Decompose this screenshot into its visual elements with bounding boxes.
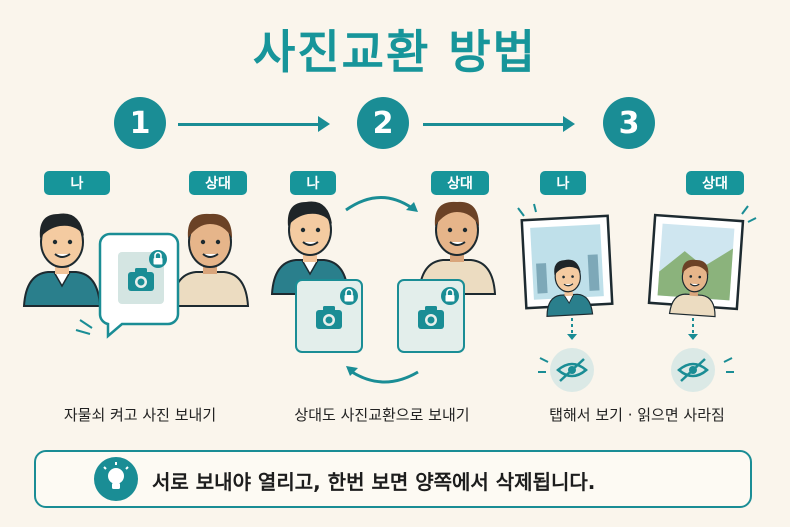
step-2-bottom-exchange-arrow xyxy=(351,370,419,384)
step-2-me-tag: 나 xyxy=(290,171,336,195)
step-3-me-tag: 나 xyxy=(540,171,586,195)
step-1-me-avatar xyxy=(23,212,101,307)
arrow-head-1-icon xyxy=(318,116,330,132)
arrow-head-2-icon xyxy=(563,116,575,132)
illustration xyxy=(23,196,757,394)
step-2-partner-tag: 상대 xyxy=(431,171,489,195)
step-1-me-tag: 나 xyxy=(44,171,110,195)
step-2-partner-locked-photo xyxy=(397,279,465,353)
info-banner: 서로 보내야 열리고, 한번 보면 양쪽에서 삭제됩니다. xyxy=(34,450,752,508)
arrow-head-top-icon xyxy=(406,202,418,212)
step-3-my-photo xyxy=(520,214,614,317)
flow-arrow-2 xyxy=(423,123,565,126)
step-3-partner-tag: 상대 xyxy=(686,171,744,195)
step-2-number: 2 xyxy=(357,97,409,149)
arrow-head-bottom-icon xyxy=(346,366,358,376)
flow-arrow-1 xyxy=(178,123,320,126)
page-title: 사진교환 방법 xyxy=(253,25,537,79)
step-2-my-locked-photo xyxy=(295,279,363,353)
step-1-partner-avatar xyxy=(171,212,249,307)
step-3-partner-photo xyxy=(647,213,745,318)
step-2-caption: 상대도 사진교환으로 보내기 xyxy=(294,406,470,424)
step-1-number: 1 xyxy=(114,97,166,149)
step-1-locked-photo-bubble xyxy=(75,232,180,339)
step-1-caption: 자물쇠 켜고 사진 보내기 xyxy=(63,406,217,424)
lightbulb-icon xyxy=(94,457,138,501)
step-3-partner-hidden-eye-icon xyxy=(669,346,717,394)
step-1-partner-tag: 상대 xyxy=(189,171,247,195)
step-3-my-hidden-eye-icon xyxy=(548,346,596,394)
step-3-caption: 탭해서 보기 · 읽으면 사라짐 xyxy=(549,406,725,424)
step-2-top-exchange-arrow xyxy=(345,196,413,212)
step-3-number: 3 xyxy=(603,97,655,149)
banner-text: 서로 보내야 열리고, 한번 보면 양쪽에서 삭제됩니다. xyxy=(152,470,596,494)
